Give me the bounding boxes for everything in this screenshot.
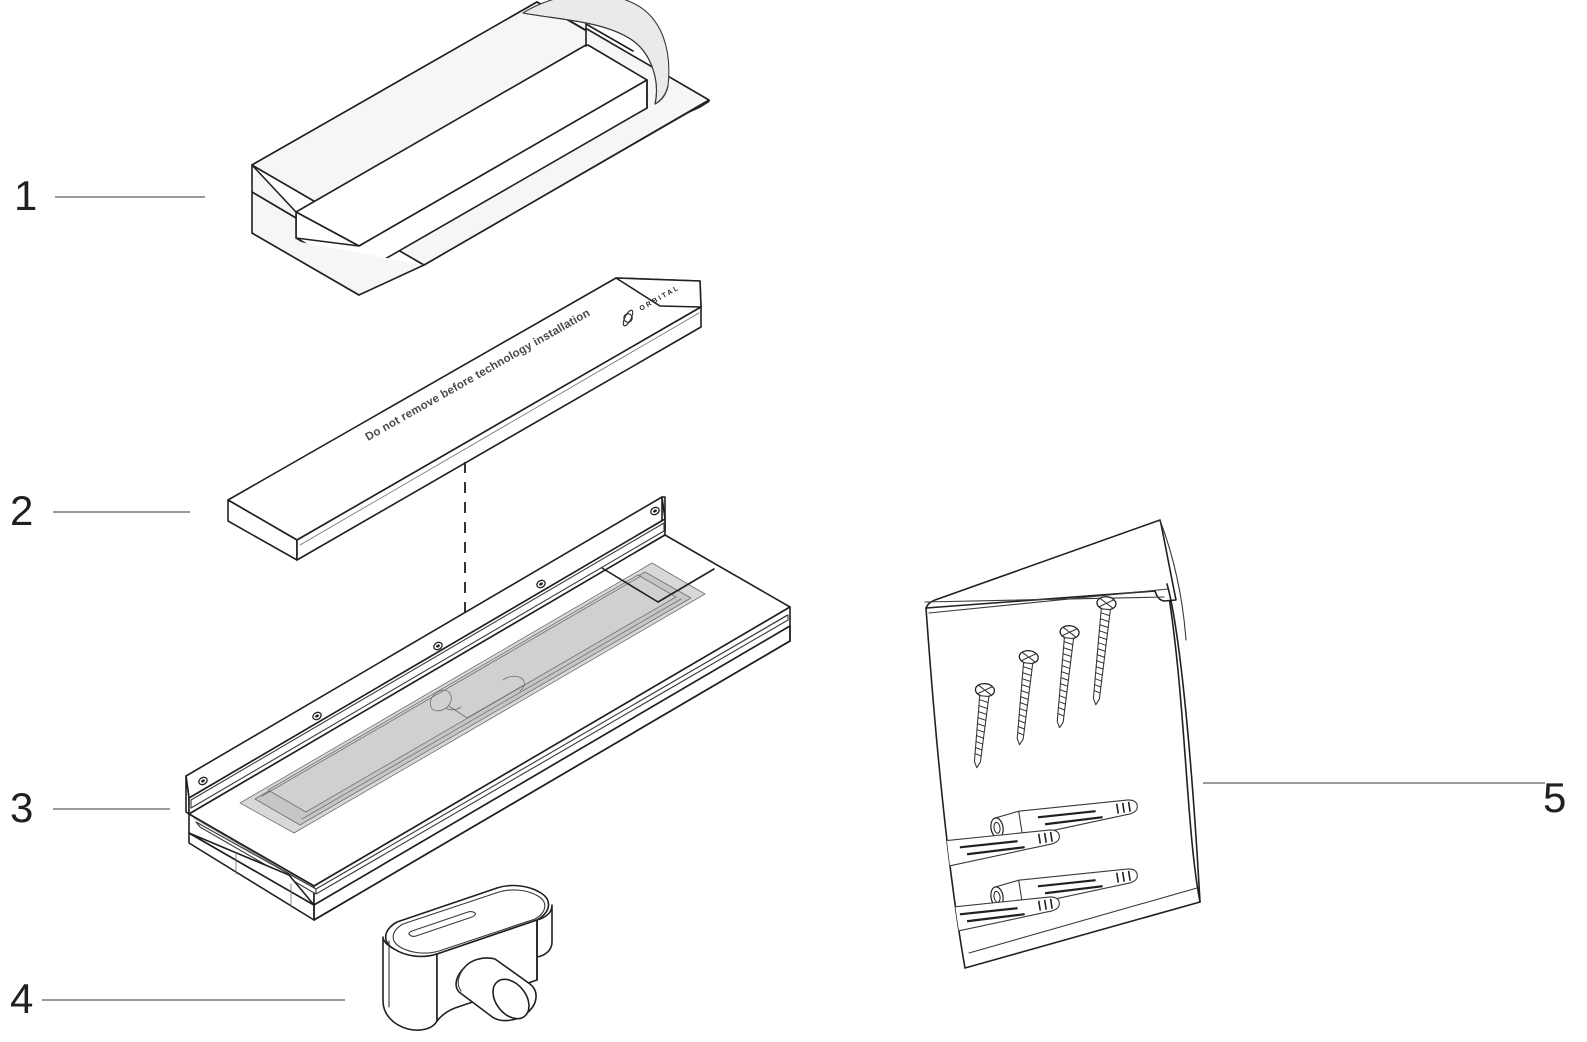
part-1-bezel-cover bbox=[251, 0, 710, 296]
part-4-adjustment-tool bbox=[382, 884, 553, 1031]
mounting-hole bbox=[650, 506, 660, 516]
callout-1: 1 bbox=[14, 172, 205, 219]
housing-skirt-left-end bbox=[188, 832, 315, 921]
tool-slot bbox=[408, 911, 476, 937]
bag-top-right-curl bbox=[1159, 519, 1187, 641]
housing-inner-back-wall bbox=[190, 522, 665, 809]
callout-3: 3 bbox=[10, 784, 170, 831]
mounting-hole bbox=[312, 711, 322, 721]
wall-plug bbox=[926, 829, 1060, 869]
bezel-front-lip bbox=[251, 232, 425, 296]
wall-plug bbox=[990, 799, 1138, 839]
protective-film-fold-edge bbox=[522, 12, 657, 105]
housing-right-step-a bbox=[601, 567, 659, 603]
callout-1-number: 1 bbox=[14, 172, 37, 219]
part-3-mounting-housing bbox=[185, 496, 791, 921]
housing-channel-edge-lower bbox=[301, 598, 682, 820]
housing-skirt-bottom bbox=[313, 640, 791, 921]
tool-stem-crease bbox=[457, 967, 465, 992]
callout-4-number: 4 bbox=[10, 975, 33, 1022]
callout-5: 5 bbox=[1203, 774, 1566, 821]
housing-mounting-holes bbox=[198, 506, 660, 786]
bag-seal-line bbox=[924, 596, 1165, 603]
callout-4: 4 bbox=[10, 975, 345, 1022]
strip-front-crease bbox=[299, 312, 700, 546]
mounting-hole bbox=[536, 579, 546, 589]
callout-group: 1 2 3 4 5 bbox=[10, 172, 1566, 1022]
mounting-hole bbox=[433, 641, 443, 651]
screw bbox=[1056, 625, 1080, 729]
bag-bottom-fold bbox=[968, 887, 1198, 954]
tool-stem-end-face bbox=[492, 978, 530, 1020]
bezel-notch-top bbox=[585, 23, 634, 52]
housing-channel-cutouts bbox=[429, 675, 525, 719]
callout-2: 2 bbox=[10, 487, 190, 534]
mounting-hole bbox=[198, 776, 208, 786]
tool-right-barrel bbox=[536, 904, 553, 958]
callout-5-number: 5 bbox=[1543, 774, 1566, 821]
part-5-fixings-bag bbox=[924, 519, 1201, 969]
tool-top-inner-outline bbox=[392, 889, 546, 954]
screw bbox=[973, 682, 996, 769]
bag-seal-line-2 bbox=[928, 588, 1169, 614]
orbital-logo-icon bbox=[622, 309, 634, 327]
housing-channel-floor bbox=[267, 574, 677, 813]
screw bbox=[1016, 650, 1039, 746]
bag-right-curl bbox=[1166, 583, 1201, 903]
protective-film-tip bbox=[654, 85, 669, 105]
screw bbox=[1092, 596, 1117, 706]
callout-3-number: 3 bbox=[10, 784, 33, 831]
housing-underside-band bbox=[315, 614, 789, 895]
housing-right-step-b bbox=[657, 568, 715, 603]
strip-top-face bbox=[227, 277, 702, 541]
housing-channel-edge-upper bbox=[261, 575, 642, 797]
callout-2-number: 2 bbox=[10, 487, 33, 534]
housing-front-skirt-left bbox=[188, 832, 315, 906]
